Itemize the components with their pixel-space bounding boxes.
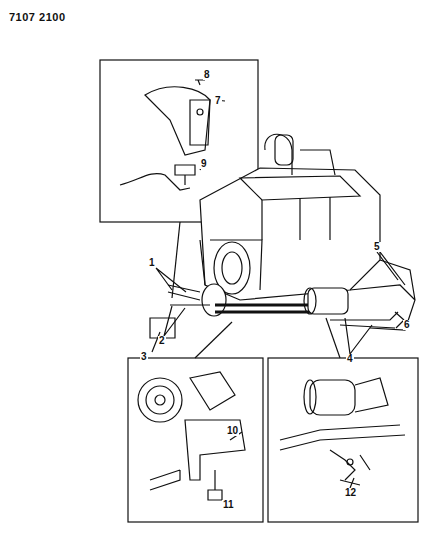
callout-number: 9 (200, 159, 208, 169)
inset-frame (128, 358, 263, 522)
callout-number: 10 (226, 426, 239, 436)
callout-number: 2 (158, 336, 166, 346)
callout-number: 8 (203, 70, 211, 80)
inset-leader (195, 322, 232, 358)
callout-number: 7 (214, 96, 222, 106)
callout-number: 4 (346, 354, 354, 364)
callout-number: 11 (222, 500, 235, 510)
engine (150, 134, 415, 338)
inset-frame (268, 358, 418, 522)
bracket-detail (120, 80, 225, 190)
callout-number: 1 (148, 258, 156, 268)
drawing-number: 7107 2100 (8, 12, 67, 23)
leader-line (152, 252, 405, 354)
callout-number: 5 (373, 242, 381, 252)
inset-leader (326, 318, 340, 358)
bracket-detail (138, 372, 245, 500)
starter-detail (280, 378, 405, 488)
callout-number: 6 (403, 320, 411, 330)
callout-number: 12 (344, 488, 357, 498)
callout-number: 3 (140, 352, 148, 362)
